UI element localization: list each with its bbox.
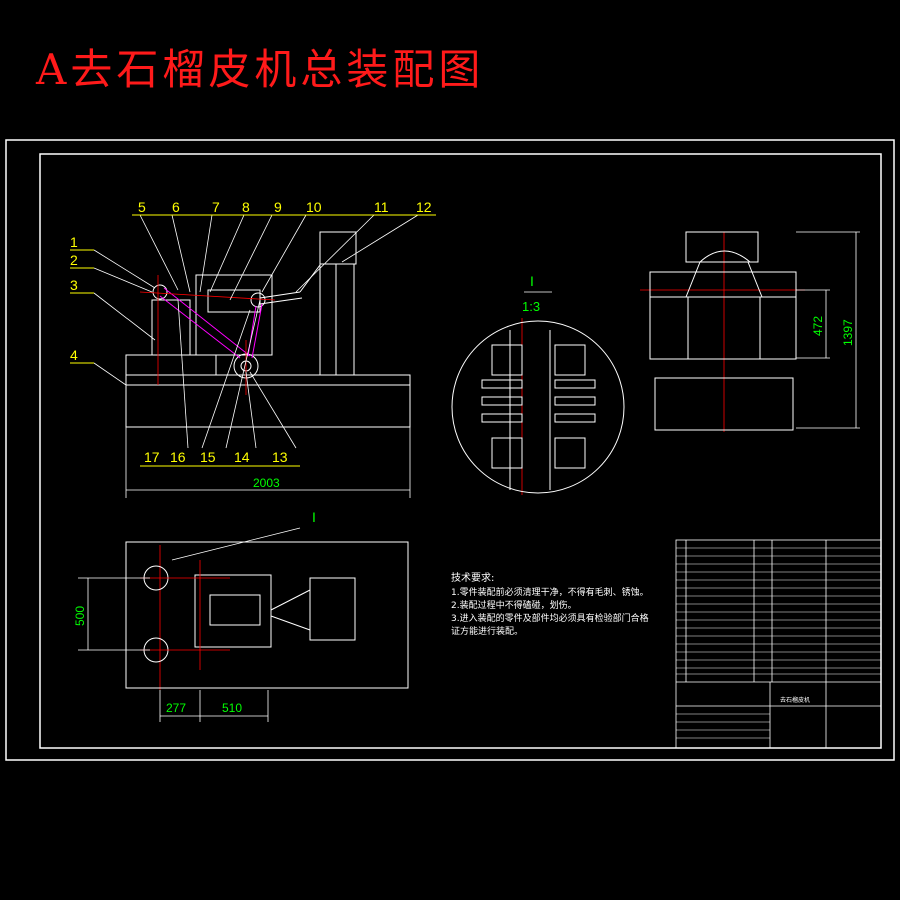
plan-red-lines [140,560,230,670]
balloon-underlines [70,214,436,467]
balloon-5: 5 [138,199,146,215]
dim-2003-lines [125,427,411,498]
balloon-10: 10 [306,199,322,215]
front-view [125,231,411,428]
plan-view [125,541,409,689]
balloon-12: 12 [416,199,432,215]
belt-lines [159,287,263,359]
dim-plan-offset-b: 510 [222,701,242,715]
balloon-16: 16 [170,449,186,465]
dim-plan-offset-a: 277 [166,701,186,715]
balloon-7: 7 [212,199,220,215]
balloon-9: 9 [274,199,282,215]
balloon-3: 3 [70,277,78,293]
detail-label: I [530,273,534,289]
title-block-name: 去石榴皮机 [780,696,810,704]
notes-line-4: 证方能进行装配。 [451,627,524,637]
center-lines [139,232,805,690]
outer-border [5,139,895,761]
plan-dim-lines [78,577,269,722]
side-dim-lines [796,231,860,429]
plan-callout: I [312,509,316,525]
inner-border [39,153,882,749]
balloon-13: 13 [272,449,288,465]
side-view [649,231,797,431]
notes-heading: 技术要求: [451,573,495,584]
notes-line-1: 1.零件装配前必须清理干净，不得有毛刺、锈蚀。 [451,588,649,598]
balloon-11: 11 [374,199,389,215]
notes-line-2: 2.装配过程中不得磕碰，划伤。 [451,601,577,611]
balloon-8: 8 [242,199,250,215]
leader-lines [93,214,419,449]
balloon-1: 1 [70,234,78,250]
balloon-4: 4 [70,347,78,363]
balloon-14: 14 [234,449,250,465]
dim-overall-length: 2003 [253,476,280,490]
balloon-2: 2 [70,252,78,268]
dim-height-total: 1397 [841,319,855,346]
dim-height-partial: 472 [811,316,825,336]
balloon-6: 6 [172,199,180,215]
notes-line-3: 3.进入装配的零件及部件均必须具有检验部门合格 [451,614,649,624]
detail-view [451,320,625,494]
callout-leader [171,527,301,561]
title-block-rows [676,547,881,739]
dim-plan-height: 500 [73,606,87,626]
drawing-title: A去石榴皮机总装配图 [36,45,485,94]
detail-scale: 1:3 [522,299,540,314]
balloon-17: 17 [144,449,160,465]
balloon-15: 15 [200,449,216,465]
